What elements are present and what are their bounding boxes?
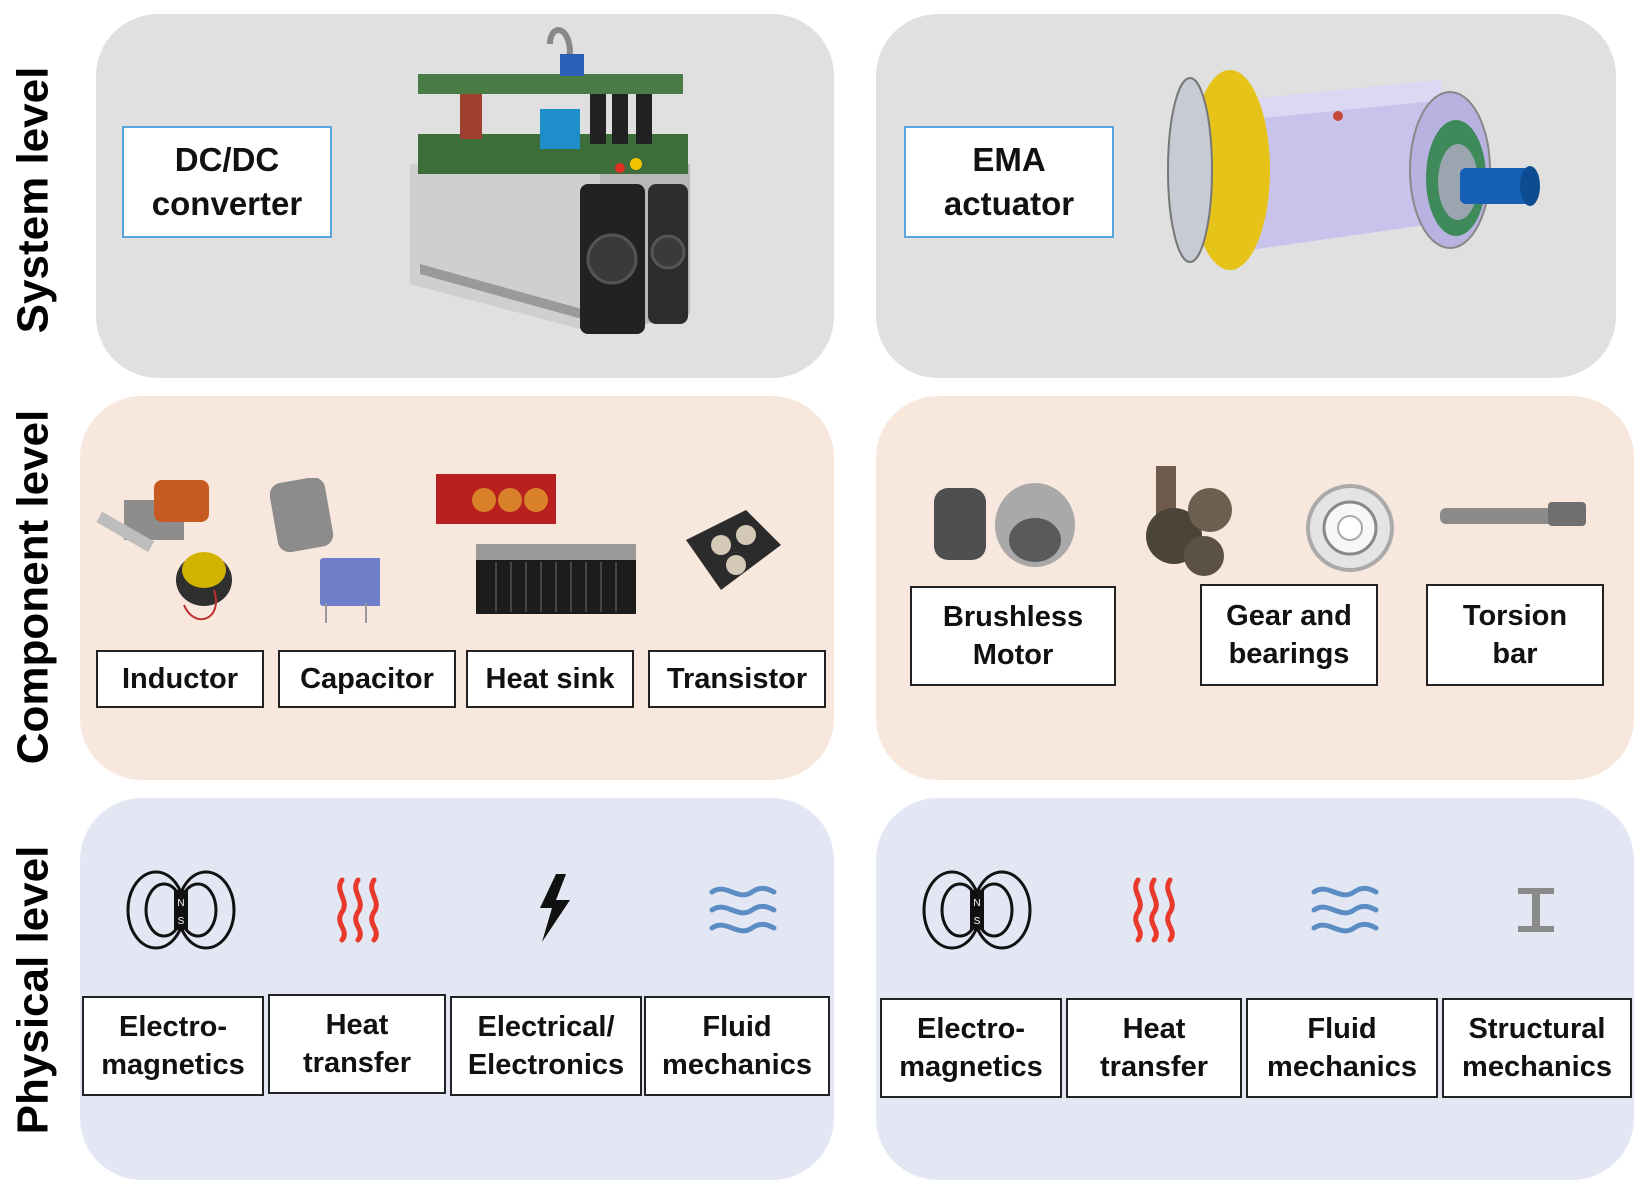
- row-label-component-text: Component level: [8, 409, 57, 765]
- component-box-inductor: Inductor: [96, 650, 264, 708]
- fluid-waves-icon-right: [1311, 885, 1379, 934]
- i-beam-icon: [1518, 888, 1554, 932]
- dcdc-converter-image: [410, 27, 690, 334]
- row-label-physical-text: Physical level: [8, 845, 57, 1135]
- physics-box-fluid-mechanics-right: Fluid mechanics: [1246, 998, 1438, 1098]
- physics-box-heat-transfer-right: Heat transfer: [1066, 998, 1242, 1098]
- physics-box-electromagnetics-right: Electro- magnetics: [880, 998, 1062, 1098]
- panel-physical-right: [876, 798, 1634, 1180]
- fluid-waves-icon: [709, 885, 777, 934]
- row-label-physical: Physical level: [6, 795, 60, 1185]
- magnet-field-icon-right: N S: [922, 870, 1032, 950]
- magnet-field-icon: N S: [126, 870, 236, 950]
- ema-actuator-image: [1167, 70, 1540, 270]
- inductor-image: [96, 480, 232, 621]
- system-label-dcdc-converter: DC/DC converter: [122, 126, 332, 238]
- capacitor-image: [270, 478, 380, 623]
- component-box-brushless-motor: Brushless Motor: [910, 586, 1116, 686]
- transistor-image: [686, 510, 781, 590]
- physics-box-heat-transfer-left: Heat transfer: [268, 994, 446, 1094]
- row-label-component: Component level: [6, 392, 60, 782]
- svg-text:N: N: [973, 898, 980, 909]
- svg-text:S: S: [974, 916, 981, 927]
- component-box-transistor: Transistor: [648, 650, 826, 708]
- panel-physical-left: [80, 798, 834, 1180]
- component-box-capacitor: Capacitor: [278, 650, 456, 708]
- system-label-ema-actuator: EMA actuator: [904, 126, 1114, 238]
- svg-text:S: S: [178, 916, 185, 927]
- svg-text:N: N: [177, 898, 184, 909]
- gear-and-bearings-image: [1146, 466, 1394, 576]
- component-box-torsion-bar: Torsion bar: [1426, 584, 1604, 686]
- component-box-heat-sink: Heat sink: [466, 650, 634, 708]
- component-box-gear-and-bearings: Gear and bearings: [1200, 584, 1378, 686]
- row-label-system: System level: [6, 20, 60, 380]
- lightning-icon: [540, 874, 570, 942]
- physics-box-structural-mechanics-right: Structural mechanics: [1442, 998, 1632, 1098]
- heat-waves-icon-right: [1133, 877, 1175, 943]
- physics-box-fluid-mechanics-left: Fluid mechanics: [644, 996, 830, 1096]
- physics-box-electrical-electronics-left: Electrical/ Electronics: [450, 996, 642, 1096]
- physics-box-electromagnetics-left: Electro- magnetics: [82, 996, 264, 1096]
- heat-waves-icon: [337, 877, 379, 943]
- brushless-motor-image: [934, 483, 1075, 567]
- row-label-system-text: System level: [8, 66, 57, 334]
- torsion-bar-image: [1440, 502, 1586, 526]
- heat-sink-image: [436, 474, 636, 614]
